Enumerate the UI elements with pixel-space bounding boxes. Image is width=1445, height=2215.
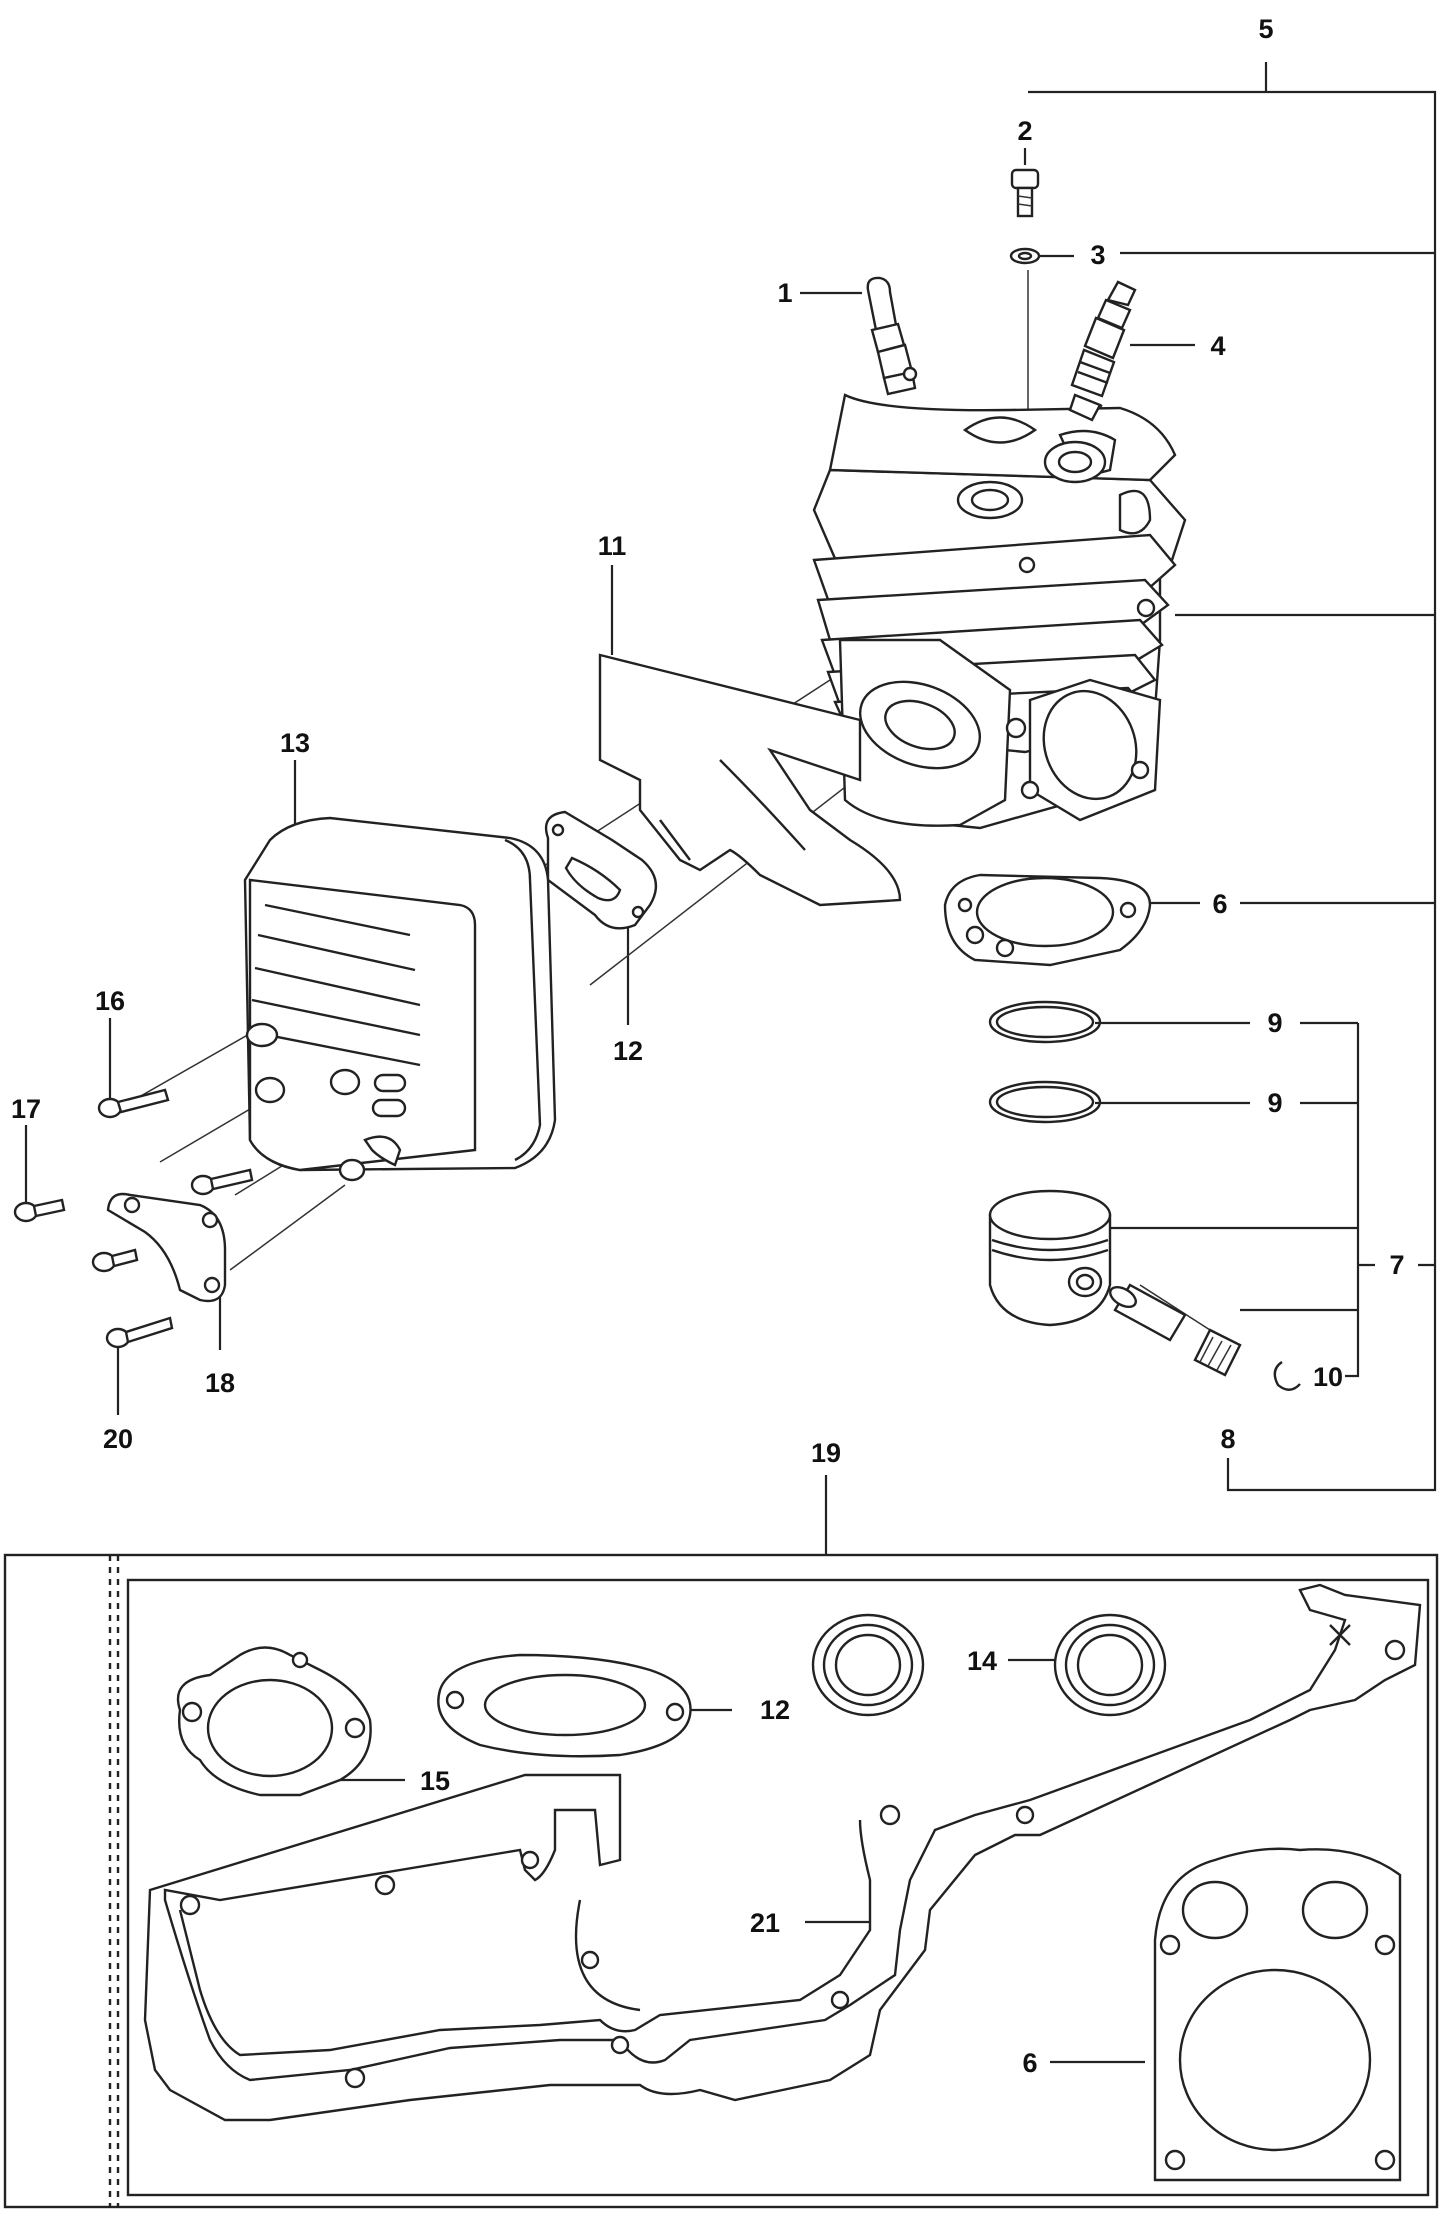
label-2: 2 [1017, 116, 1032, 146]
label-16: 16 [95, 986, 125, 1016]
label-6: 6 [1212, 889, 1227, 919]
muffler [243, 816, 557, 1182]
label-7: 7 [1389, 1250, 1404, 1280]
kit-exhaust-gasket [437, 1653, 692, 1758]
screw-and-washer [1009, 168, 1041, 265]
kit-label-12: 12 [760, 1695, 790, 1725]
kit-label-14: 14 [967, 1646, 997, 1676]
label-3: 3 [1090, 240, 1105, 270]
label-4: 4 [1210, 331, 1225, 361]
label-13: 13 [280, 728, 310, 758]
muffler-bolts [13, 1088, 254, 1349]
label-18: 18 [205, 1368, 235, 1398]
piston [988, 1189, 1112, 1327]
label-1: 1 [777, 278, 792, 308]
piston-rings [988, 1000, 1102, 1124]
piston-pin [1109, 1283, 1187, 1342]
label-10: 10 [1313, 1362, 1343, 1392]
kit-crankcase-gasket [143, 1583, 1422, 2122]
kit-label-6: 6 [1022, 2048, 1037, 2078]
label-19: 19 [811, 1438, 841, 1468]
kit-cylinder-gasket [176, 1646, 372, 1797]
kit-head-gasket [1153, 1847, 1402, 2182]
decompression-valve [866, 276, 918, 396]
needle-bearing [1193, 1328, 1242, 1377]
label-8: 8 [1220, 1424, 1235, 1454]
label-20: 20 [103, 1424, 133, 1454]
part-labels: 5 2 3 1 4 11 13 6 16 9 12 9 17 7 18 10 2… [11, 14, 1405, 2078]
cylinder-gasket [943, 873, 1152, 967]
kit-label-21: 21 [750, 1908, 780, 1938]
heat-shield [598, 653, 902, 907]
label-9-top: 9 [1267, 1008, 1282, 1038]
label-5: 5 [1258, 14, 1273, 44]
kit-oil-seal-right [1053, 1613, 1167, 1717]
kit-label-15: 15 [420, 1766, 450, 1796]
exhaust-gasket [544, 810, 658, 930]
label-17: 17 [11, 1094, 41, 1124]
circlip [1273, 1361, 1301, 1391]
label-11: 11 [598, 531, 627, 561]
spark-plug [1068, 280, 1137, 422]
label-9-bottom: 9 [1267, 1088, 1282, 1118]
gasket-kit [3, 1553, 1439, 2209]
label-12-upper: 12 [613, 1036, 643, 1066]
kit-oil-seal-left [811, 1613, 925, 1717]
muffler-bracket [106, 1192, 227, 1303]
cylinder [812, 393, 1187, 830]
